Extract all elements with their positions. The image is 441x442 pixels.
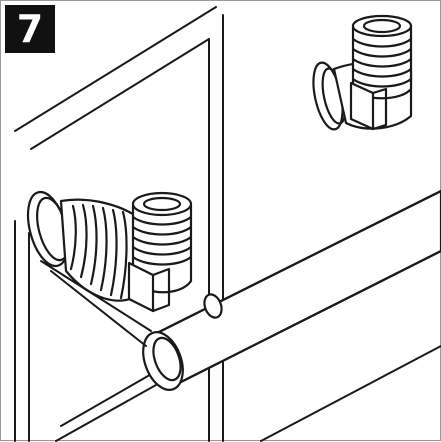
- step-number-badge: 7: [5, 5, 55, 53]
- wall-fitting-top-right: [312, 14, 413, 131]
- shower-rail-pipe: [40, 189, 441, 391]
- wall-fitting-left: [26, 190, 193, 313]
